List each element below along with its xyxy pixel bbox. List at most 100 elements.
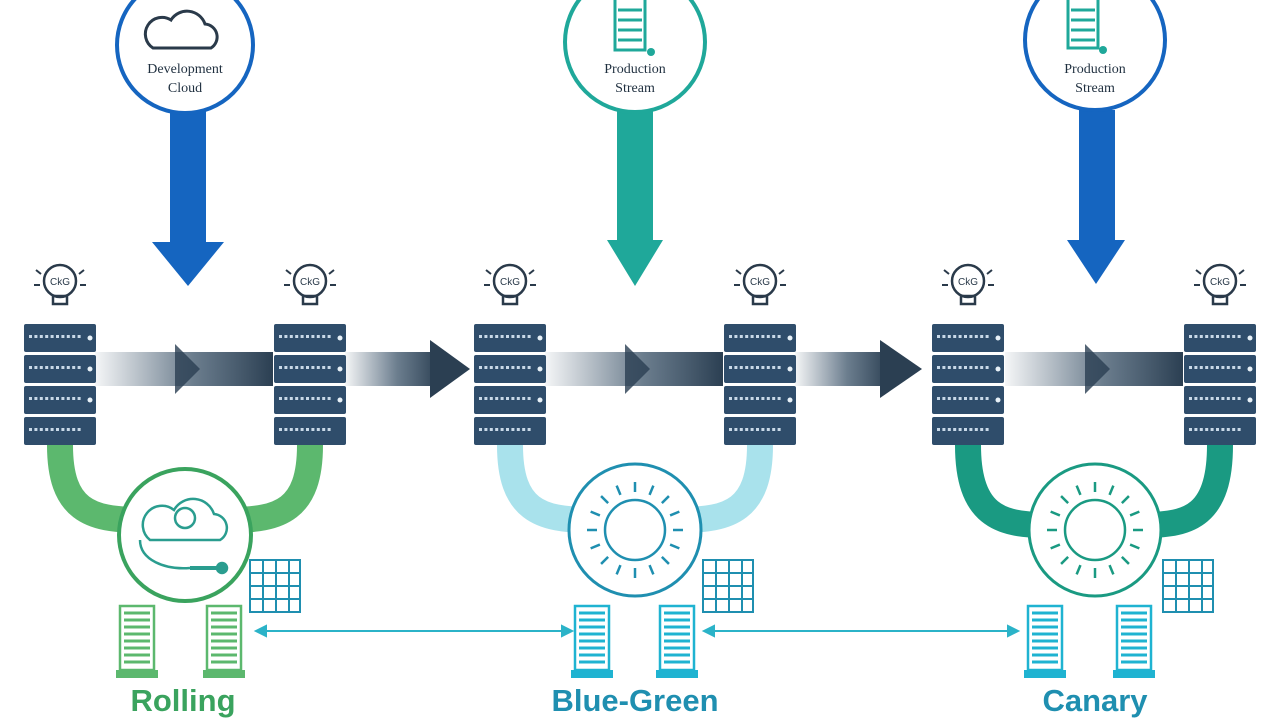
- server-unit: [724, 324, 796, 352]
- lightbulb-icon: CkG: [34, 263, 86, 306]
- server-stack: CkG: [1184, 263, 1256, 445]
- dial-tick: [590, 543, 601, 550]
- mini-server-icon: [656, 604, 698, 678]
- dial-tick: [1050, 543, 1061, 550]
- down-arrow-head-icon: [607, 240, 663, 286]
- dial-tick: [615, 564, 622, 575]
- dial-ticks: [587, 482, 683, 578]
- flow-arrow-2: [345, 340, 470, 398]
- bulb-label: CkG: [1210, 277, 1230, 288]
- server-unit: [1184, 324, 1256, 352]
- dial-tick: [1108, 564, 1115, 575]
- source-label-1: Development Cloud: [125, 60, 245, 98]
- down-arrow-head-icon: [1067, 240, 1125, 284]
- server-unit: [932, 355, 1004, 383]
- dial-tick: [1075, 485, 1082, 496]
- source-production-stream-1: [563, 0, 707, 286]
- server-rack-icon: [613, 0, 655, 56]
- dial-tick: [1108, 485, 1115, 496]
- source-production-stream-2: [1023, 0, 1167, 284]
- dial-tick: [1120, 555, 1130, 565]
- server-unit: [474, 355, 546, 383]
- server-stack: CkG: [274, 263, 346, 445]
- lightbulb-icon: CkG: [484, 263, 536, 306]
- down-arrow-shaft: [1079, 110, 1115, 250]
- bulb-label: CkG: [958, 277, 978, 288]
- source-development-cloud: [115, 0, 255, 286]
- cloud-sync-icon: [138, 497, 229, 575]
- dial-tick: [1050, 510, 1061, 517]
- down-arrow-shaft: [170, 110, 206, 250]
- source-label-3: Production Stream: [1035, 60, 1155, 98]
- mini-server-icon: [116, 604, 158, 678]
- server-unit: [1184, 417, 1256, 445]
- dial-tick: [615, 485, 622, 496]
- lightbulb-icon: CkG: [1194, 263, 1246, 306]
- dial-tick: [1129, 543, 1140, 550]
- dial-ticks: [1047, 482, 1143, 578]
- lightbulb-icon: CkG: [284, 263, 336, 306]
- source-label-line1: Development: [147, 62, 223, 77]
- source-circle: [563, 0, 707, 114]
- flow-arrow-1: [95, 344, 273, 394]
- dial-icon: [603, 498, 667, 562]
- server-unit: [1184, 355, 1256, 383]
- server-unit: [1184, 386, 1256, 414]
- source-label-line2: Stream: [615, 81, 655, 96]
- server-rack-icon: [1066, 0, 1107, 54]
- server-unit: [932, 417, 1004, 445]
- flow-arrow-4: [795, 340, 922, 398]
- rolling-hub: [117, 467, 253, 603]
- dial-tick: [660, 555, 670, 565]
- source-label-line2: Stream: [1075, 81, 1115, 96]
- server-unit: [932, 324, 1004, 352]
- mini-servers: [116, 604, 1155, 678]
- bulb-label: CkG: [50, 277, 70, 288]
- server-unit: [24, 386, 96, 414]
- dial-icon: [1063, 498, 1127, 562]
- cloud-icon: [143, 9, 219, 50]
- dial-tick: [600, 495, 610, 505]
- dial-tick: [669, 543, 680, 550]
- server-unit: [24, 417, 96, 445]
- source-circle: [115, 0, 255, 115]
- server-stack: CkG: [474, 263, 546, 445]
- server-stack: CkG: [24, 263, 96, 445]
- dial-tick: [590, 510, 601, 517]
- server-stack: CkG: [932, 263, 1004, 445]
- dial-tick: [648, 485, 655, 496]
- server-unit: [274, 417, 346, 445]
- bulb-label: CkG: [500, 277, 520, 288]
- bulb-label: CkG: [300, 277, 320, 288]
- side-stack-blue-green: [702, 559, 754, 613]
- side-stack-canary: [1162, 559, 1214, 613]
- dial-tick: [669, 510, 680, 517]
- blue-green-hub: [567, 462, 703, 598]
- mini-server-icon: [1113, 604, 1155, 678]
- mini-server-icon: [571, 604, 613, 678]
- server-unit: [274, 355, 346, 383]
- lightbulb-icon: CkG: [734, 263, 786, 306]
- server-unit: [274, 324, 346, 352]
- bulb-label: CkG: [750, 277, 770, 288]
- dial-tick: [660, 495, 670, 505]
- lightbulb-icon: CkG: [942, 263, 994, 306]
- side-stack-rolling: [249, 559, 301, 613]
- server-unit: [932, 386, 1004, 414]
- dial-tick: [600, 555, 610, 565]
- source-label-line2: Cloud: [167, 81, 203, 96]
- link-arrow-blue-green-canary: [701, 624, 1021, 638]
- dial-tick: [1075, 564, 1082, 575]
- mini-server-icon: [203, 604, 245, 678]
- server-unit: [24, 355, 96, 383]
- strategy-label-rolling: Rolling: [130, 683, 236, 718]
- arrow-head-icon: [880, 340, 922, 398]
- down-arrow-head-icon: [152, 242, 224, 286]
- server-unit: [724, 355, 796, 383]
- source-label-line1: Production: [1064, 62, 1126, 77]
- source-label-2: Production Stream: [575, 60, 695, 98]
- server-stack: CkG: [724, 263, 796, 445]
- source-circle: [1023, 0, 1167, 112]
- mini-server-icon: [1024, 604, 1066, 678]
- server-unit: [474, 417, 546, 445]
